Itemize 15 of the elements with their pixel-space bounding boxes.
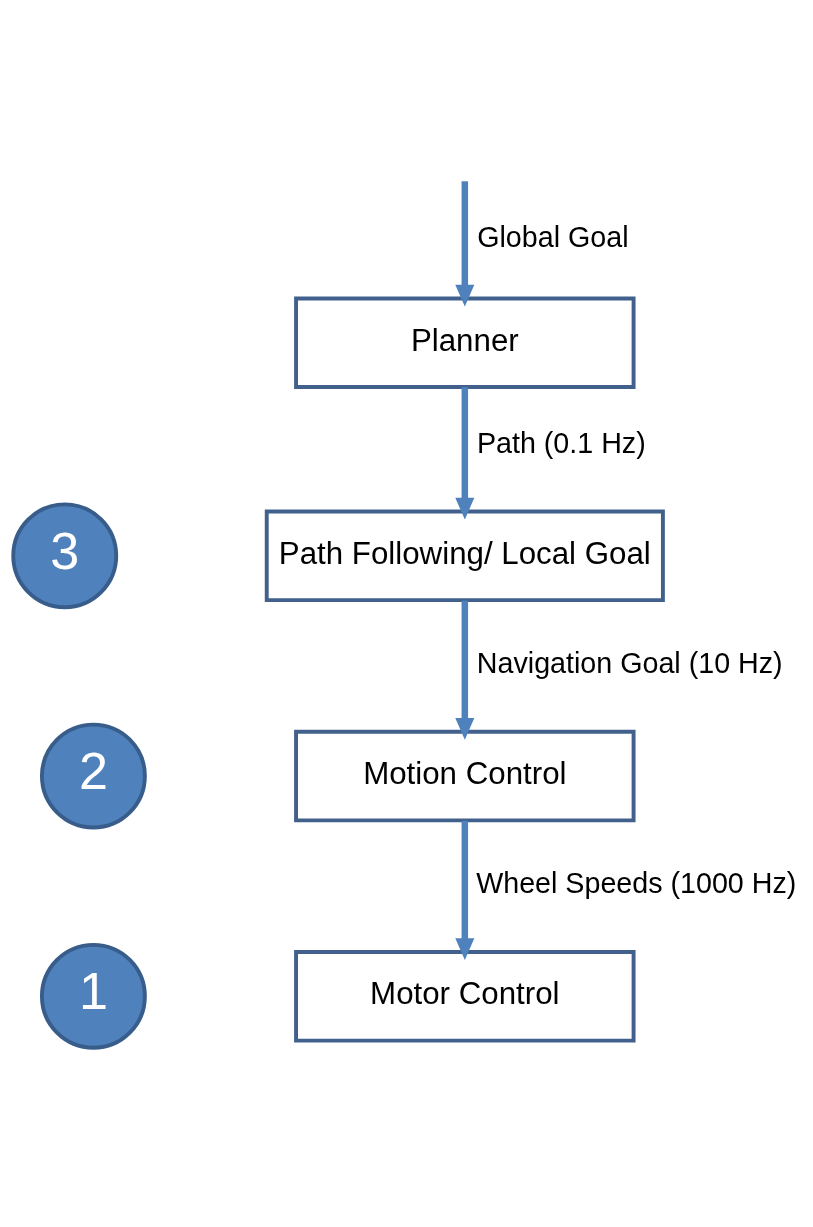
node-box: Motion Control — [294, 729, 636, 822]
arrow — [455, 386, 475, 520]
arrow — [455, 600, 475, 740]
edge-label: Navigation Goal (10 Hz) — [476, 646, 783, 679]
node-box: Motor Control — [294, 949, 636, 1043]
edge-label: Path (0.1 Hz) — [476, 426, 646, 459]
node-circle: 1 — [39, 942, 147, 1050]
node-circle: 3 — [11, 501, 119, 609]
arrow — [455, 820, 475, 960]
node-circle: 2 — [39, 722, 147, 829]
arrow — [455, 180, 475, 307]
node-box: Planner — [294, 296, 636, 389]
edge-label: Global Goal — [477, 220, 629, 253]
node-box: Path Following/ Local Goal — [264, 509, 665, 602]
edge-label: Wheel Speeds (1000 Hz) — [476, 866, 797, 899]
